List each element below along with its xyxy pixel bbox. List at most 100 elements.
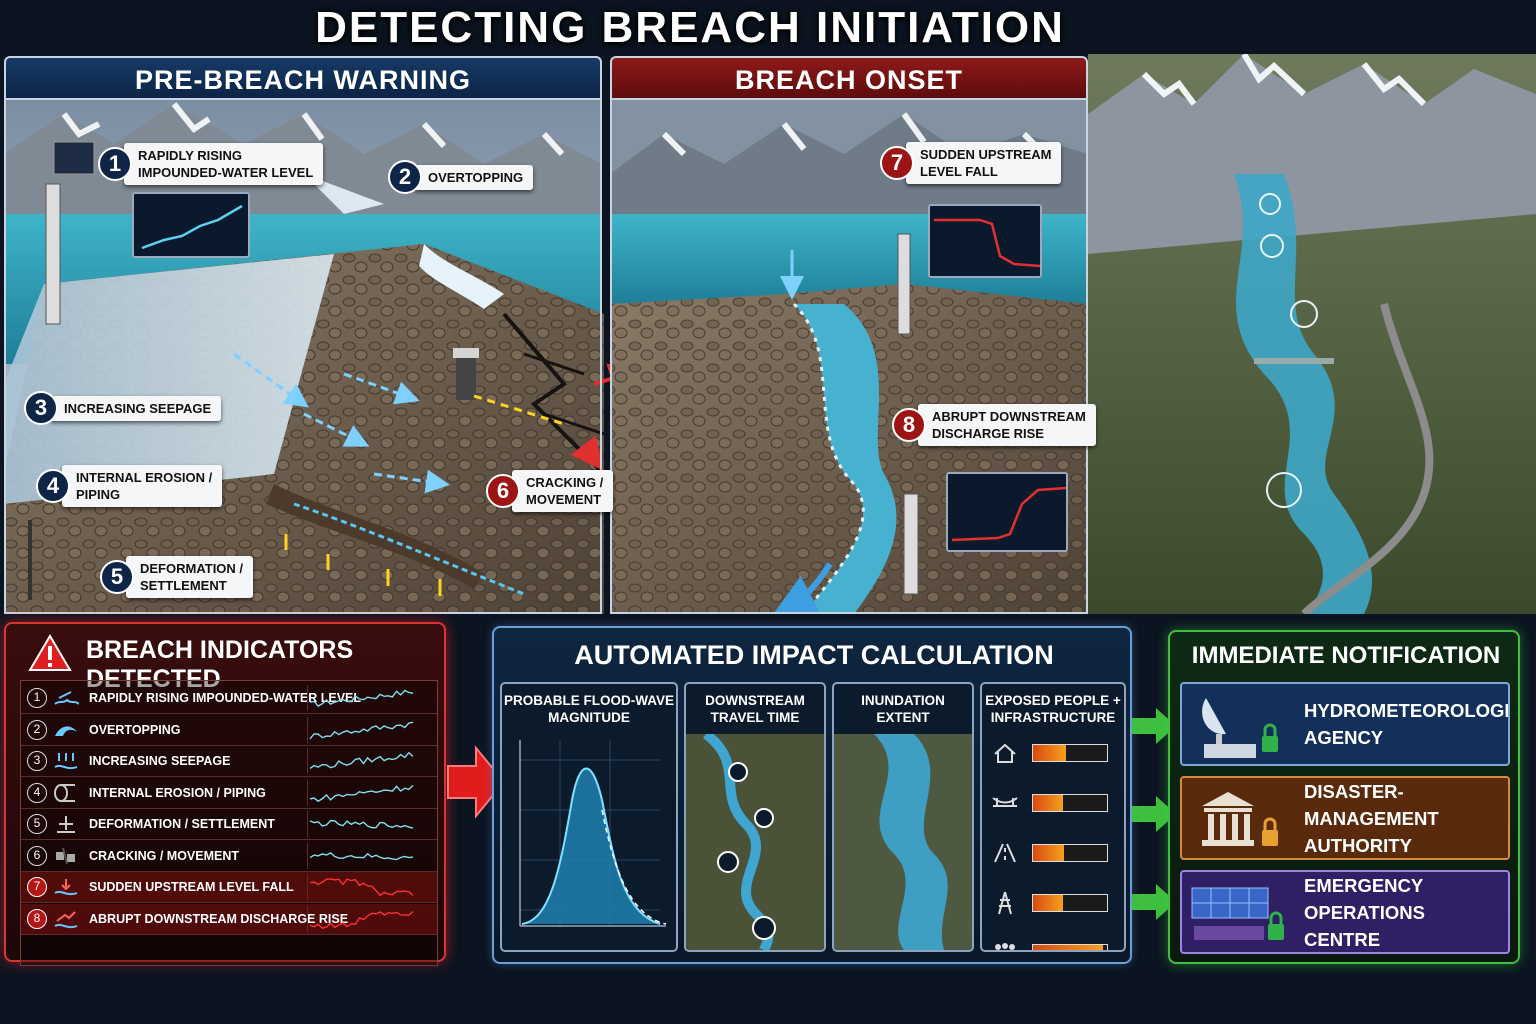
discharge-rise-icon — [54, 910, 78, 928]
agency-name: EMERGENCY OPERATIONS — [1304, 874, 1425, 923]
callout-4: 4 INTERNAL EROSION / PIPING — [36, 465, 223, 507]
indicator-label: INTERNAL EROSION / PIPING — [89, 785, 266, 800]
exposure-bar-fill — [1033, 845, 1065, 861]
card-title: EXTENT — [876, 710, 930, 725]
indicator-label: SUDDEN UPSTREAM LEVEL FALL — [89, 880, 294, 894]
card-title: INUNDATION — [861, 693, 945, 708]
downstream-rise-chart — [946, 472, 1068, 552]
exposure-bar-fill — [1033, 945, 1104, 950]
card-title: MAGNITUDE — [548, 710, 630, 725]
inundation-map — [834, 734, 972, 950]
callout-label: LEVEL FALL — [920, 164, 998, 179]
page-title: DETECTING BREACH INITIATION — [315, 3, 1065, 52]
indicator-label: OVERTOPPING — [89, 722, 181, 737]
indicator-sparkline — [307, 811, 414, 837]
breach-indicators-panel: BREACH INDICATORS DETECTED 1 RAPIDLY RISI… — [4, 622, 446, 966]
bridge-icon — [992, 797, 1018, 807]
indicators-title: BREACH INDICATORS DETECTED — [86, 636, 354, 693]
callout-label: CRACKING / — [526, 475, 604, 490]
impact-title: AUTOMATED IMPACT CALCULATION — [574, 640, 1054, 670]
indicator-row: 3 INCREASING SEEPAGE — [21, 746, 437, 777]
flood-wave-card: PROBABLE FLOOD-WAVE MAGNITUDE — [500, 682, 678, 952]
exposure-bar-fill — [1033, 795, 1063, 811]
card-title: PROBABLE FLOOD-WAVE — [504, 693, 674, 708]
indicator-number: 1 — [27, 688, 47, 708]
callout-label: RAPIDLY RISING — [138, 148, 243, 163]
exposure-bar-fill — [1033, 745, 1067, 761]
callout-number: 7 — [880, 146, 914, 180]
agency-emergency-operations[interactable]: EMERGENCY OPERATIONS CENTRE — [1180, 870, 1510, 954]
settlement-icon — [57, 816, 75, 833]
operations-centre-icon — [1191, 887, 1284, 940]
exposure-bar — [1032, 844, 1108, 862]
notification-title: IMMEDIATE NOTIFICATION — [1191, 642, 1501, 669]
cracking-icon — [56, 847, 75, 864]
arrow-right-icon — [1132, 796, 1176, 832]
card-title: EXPOSED PEOPLE + — [985, 693, 1121, 708]
callout-label: ABRUPT DOWNSTREAM — [932, 409, 1086, 424]
indicator-label: ABRUPT DOWNSTREAM DISCHARGE RISE — [89, 911, 349, 926]
upstream-fall-chart — [928, 204, 1042, 278]
notification-panel: IMMEDIATE NOTIFICATION HYDROMETEOROLOGIC… — [1168, 630, 1520, 964]
agency-name: CENTRE — [1304, 928, 1381, 950]
indicator-number: 3 — [27, 751, 47, 771]
indicator-row: 6 CRACKING / MOVEMENT — [21, 841, 437, 872]
satellite-dish-icon — [1202, 698, 1278, 758]
callout-number: 6 — [486, 474, 520, 508]
travel-time-card: DOWNSTREAM TRAVEL TIME — [684, 682, 826, 952]
arrow-right-icon — [1132, 884, 1176, 920]
callout-number: 4 — [36, 469, 70, 503]
callout-label: DEFORMATION / — [140, 561, 244, 576]
callout-6: 6 CRACKING / MOVEMENT — [486, 470, 614, 512]
indicator-sparkline — [307, 716, 414, 743]
indicator-number: 6 — [27, 845, 47, 866]
travel-time-map — [686, 734, 824, 950]
rising-water-icon — [54, 691, 79, 705]
callout-label: DISCHARGE RISE — [932, 426, 1044, 441]
indicator-number: 8 — [27, 908, 47, 929]
exposure-card: EXPOSED PEOPLE + INFRASTRUCTURE — [980, 682, 1126, 952]
seepage-icon — [54, 753, 78, 770]
government-building-icon — [1202, 792, 1278, 846]
scene-svg — [4, 54, 1536, 614]
callout-label: PIPING — [76, 487, 121, 502]
exposure-bar — [1032, 794, 1108, 812]
indicator-sparkline — [307, 685, 414, 711]
callout-2: 2 OVERTOPPING — [388, 160, 534, 194]
pipe-icon — [54, 783, 75, 802]
warning-icon — [28, 634, 72, 671]
people-icon — [995, 943, 1015, 950]
indicator-number: 2 — [27, 719, 47, 740]
indicator-label: CRACKING / MOVEMENT — [89, 848, 239, 863]
callout-label: MOVEMENT — [526, 492, 602, 507]
pre-breach-header: PRE-BREACH WARNING — [4, 56, 602, 100]
card-title: TRAVEL TIME — [710, 710, 800, 725]
indicator-row: 1 RAPIDLY RISING IMPOUNDED-WATER LEVEL — [21, 683, 437, 714]
indicator-number: 4 — [27, 782, 47, 803]
clock-icon — [717, 851, 739, 873]
indicator-sparkline — [307, 779, 414, 806]
clock-icon — [754, 808, 774, 828]
callout-label: IMPOUNDED-WATER LEVEL — [138, 165, 314, 180]
indicator-row: 4 INTERNAL EROSION / PIPING — [21, 778, 437, 809]
impact-calculation-panel: AUTOMATED IMPACT CALCULATION PROBABLE FL… — [492, 626, 1132, 964]
callout-5: 5 DEFORMATION /SETTLEMENT — [100, 556, 254, 598]
card-title: DOWNSTREAM — [705, 693, 805, 708]
indicator-label: INCREASING SEEPAGE — [89, 754, 231, 768]
level-fall-icon — [54, 879, 78, 896]
exposure-bar — [1032, 944, 1108, 950]
callout-label: INTERNAL EROSION / — [76, 470, 213, 485]
house-icon — [994, 743, 1016, 763]
indicator-label: RAPIDLY RISING IMPOUNDED-WATER LEVEL — [89, 691, 362, 705]
indicator-sparkline — [307, 748, 414, 774]
card-title: INFRASTRUCTURE — [990, 710, 1116, 725]
indicator-sparkline — [307, 842, 414, 869]
indicator-label: DEFORMATION / SETTLEMENT — [89, 817, 275, 831]
indicator-sparkline — [307, 905, 414, 932]
exposure-bar — [1032, 894, 1108, 912]
agency-hydromet[interactable]: HYDROMETEOROLOGICALAGENCY — [1180, 682, 1510, 766]
